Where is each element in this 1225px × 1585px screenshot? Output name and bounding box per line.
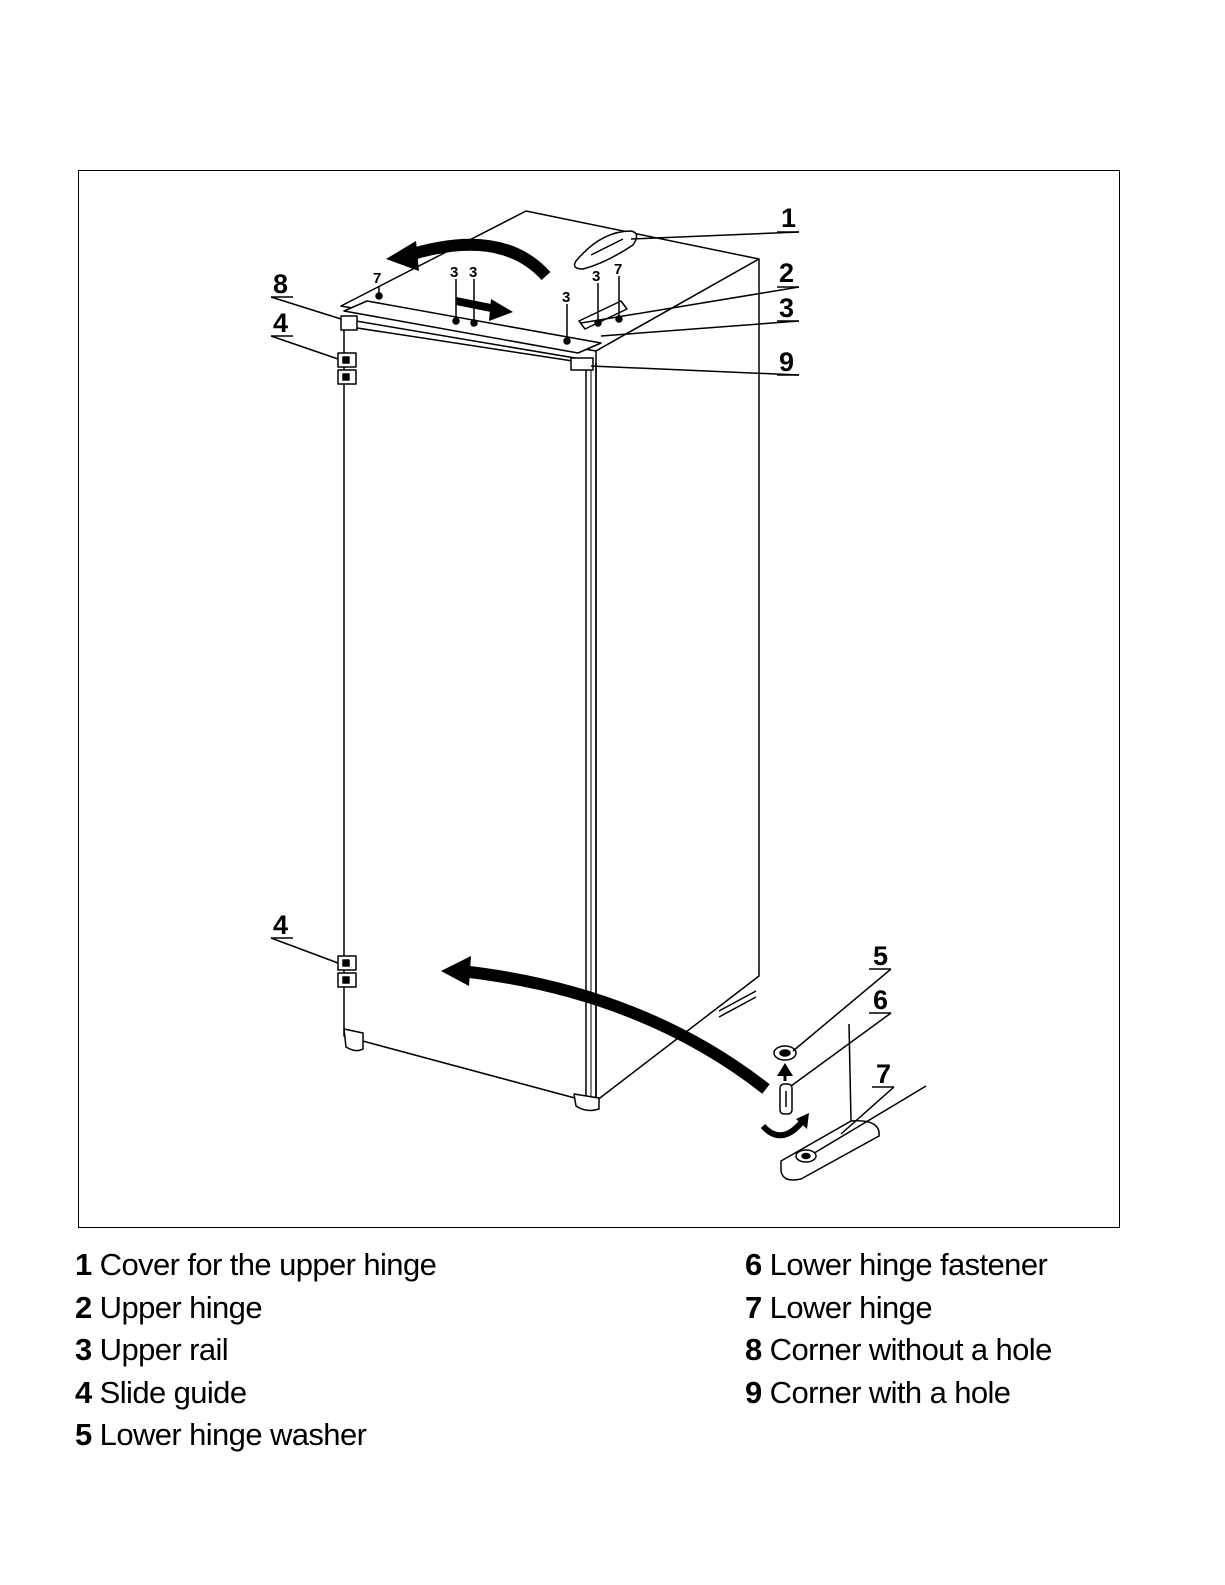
callout-9: 9 — [779, 347, 794, 377]
legend-item: 2 Upper hinge — [75, 1287, 436, 1330]
legend-item: 7 Lower hinge — [745, 1287, 1052, 1330]
callout-5: 5 — [873, 941, 888, 971]
legend-item: 1 Cover for the upper hinge — [75, 1244, 436, 1287]
corner-with-hole — [571, 358, 593, 370]
legend-item: 6 Lower hinge fastener — [745, 1244, 1052, 1287]
callout-6: 6 — [873, 985, 888, 1015]
corner-without-hole — [341, 316, 357, 330]
callout-1: 1 — [781, 203, 796, 233]
callout-4-top: 4 — [273, 308, 288, 338]
legend-item: 8 Corner without a hole — [745, 1329, 1052, 1372]
callout-4-bottom: 4 — [273, 910, 288, 940]
legend-item: 5 Lower hinge washer — [75, 1414, 436, 1457]
screw-callout-4: 3 — [562, 289, 570, 306]
screw-callout-2: 3 — [450, 264, 458, 281]
legend-right-column: 6 Lower hinge fastener 7 Lower hinge 8 C… — [745, 1244, 1052, 1414]
cabinet-side — [596, 259, 759, 1101]
legend-item: 3 Upper rail — [75, 1329, 436, 1372]
callout-7: 7 — [876, 1059, 891, 1089]
refrigerator-diagram: 1 2 3 9 8 4 4 5 6 7 7 3 3 3 3 7 — [79, 171, 1121, 1229]
legend-left-column: 1 Cover for the upper hinge 2 Upper hing… — [75, 1244, 436, 1457]
callout-3: 3 — [779, 293, 794, 323]
callout-8: 8 — [273, 269, 288, 299]
legend-item: 9 Corner with a hole — [745, 1372, 1052, 1415]
screw-callout-6: 7 — [614, 261, 622, 278]
foot-left — [344, 1029, 363, 1051]
callout-2: 2 — [779, 258, 794, 288]
legend-item: 4 Slide guide — [75, 1372, 436, 1415]
screw-callout-5: 3 — [592, 268, 600, 285]
diagram-frame: 1 2 3 9 8 4 4 5 6 7 7 3 3 3 3 7 — [78, 170, 1120, 1228]
screw-callout-3: 3 — [469, 264, 477, 281]
screw-callout-1: 7 — [373, 270, 381, 287]
